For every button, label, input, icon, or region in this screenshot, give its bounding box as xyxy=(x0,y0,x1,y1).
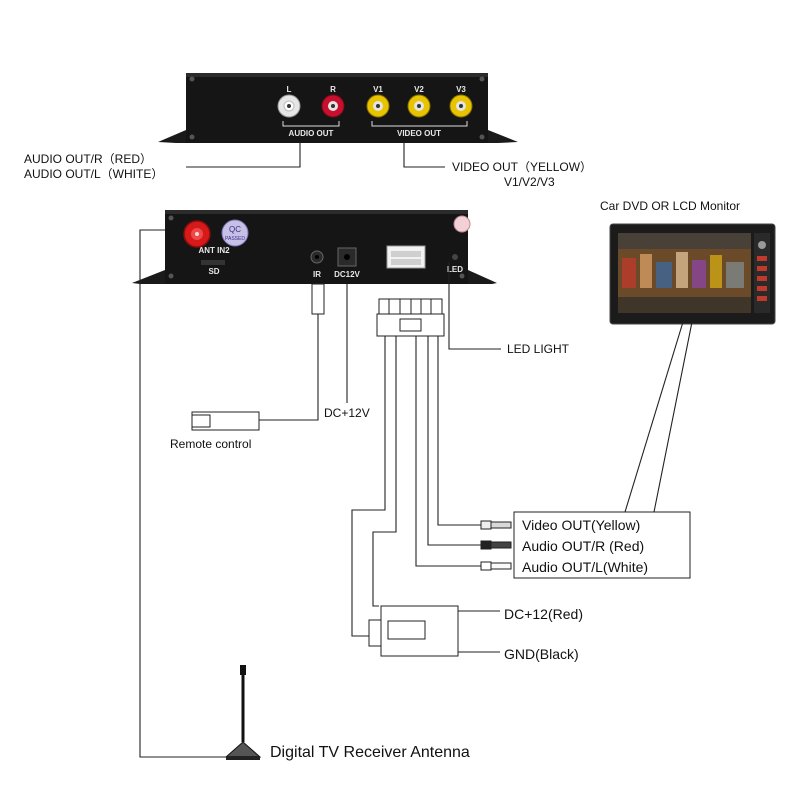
top-device-right-flange xyxy=(488,130,518,143)
dc12v-wire-label: DC+12V xyxy=(324,406,370,420)
harness-wire-audio-l xyxy=(415,336,481,567)
antenna-connector-icon xyxy=(183,220,211,248)
audio-group-bracket xyxy=(282,121,340,127)
screw-icon xyxy=(168,273,174,279)
audio-out-r-red-label: Audio OUT/R (Red) xyxy=(522,538,644,554)
rca-plug-video-icon xyxy=(480,520,512,530)
led-icon xyxy=(452,254,458,260)
harness-wire-dc12 xyxy=(372,336,397,607)
jack-label-v1: V1 xyxy=(373,85,383,94)
front-device: QC PASSED ANT IN2 SD IR DC12V LED xyxy=(132,210,497,284)
screw-icon xyxy=(479,76,485,82)
audio-out-l-white-label: Audio OUT/L(White) xyxy=(522,559,648,575)
jack-label-r: R xyxy=(330,85,336,94)
qc-sticker-sub: PASSED xyxy=(225,236,245,242)
video-out-label: VIDEO OUT（YELLOW） xyxy=(452,160,592,174)
ir-label: IR xyxy=(313,270,321,279)
ir-wire xyxy=(259,314,319,421)
screw-icon xyxy=(168,215,174,221)
rca-plug-audio-r-icon xyxy=(480,540,512,550)
audio-out-callout-line xyxy=(186,143,301,168)
top-device: L R V1 V2 V3 xyxy=(158,73,518,143)
harness-wire-gnd xyxy=(351,336,386,637)
dc12-red-label: DC+12(Red) xyxy=(504,606,583,622)
jack-label-v2: V2 xyxy=(414,85,424,94)
lcd-monitor xyxy=(609,223,776,325)
rca-jack-video-v2 xyxy=(407,94,431,118)
led-wire xyxy=(448,262,501,350)
rca-jack-video-v1 xyxy=(366,94,390,118)
gnd-black-label: GND(Black) xyxy=(504,646,579,662)
rca-jack-audio-l xyxy=(277,94,301,118)
audio-out-l-label: AUDIO OUT/L（WHITE） xyxy=(24,167,163,181)
ant-in2-label: ANT IN2 xyxy=(198,246,230,255)
top-device-left-flange xyxy=(158,130,186,143)
jack-label-l: L xyxy=(287,85,292,94)
rca-jack-video-v3 xyxy=(449,94,473,118)
audio-out-r-label: AUDIO OUT/R（RED） xyxy=(24,152,152,166)
antenna-icon xyxy=(224,665,262,760)
warranty-sticker-icon xyxy=(453,215,471,233)
screw-icon xyxy=(479,134,485,140)
group-label-audio-out: AUDIO OUT xyxy=(289,129,334,138)
video-group-bracket xyxy=(371,121,468,127)
rca-plug-audio-l-icon xyxy=(480,561,512,571)
harness-connector xyxy=(376,298,445,337)
monitor-title: Car DVD OR LCD Monitor xyxy=(600,199,740,213)
remote-control-icon xyxy=(191,411,260,431)
qc-sticker-icon: QC PASSED xyxy=(221,219,249,247)
antenna-label: Digital TV Receiver Antenna xyxy=(270,744,470,761)
power-knob-icon xyxy=(758,241,766,249)
screw-icon xyxy=(459,273,465,279)
qc-sticker-text: QC xyxy=(229,225,241,234)
rca-jack-audio-r xyxy=(321,94,345,118)
antenna-wire xyxy=(139,229,228,758)
video-out-yellow-label: Video OUT(Yellow) xyxy=(522,517,640,533)
video-out-sub-label: V1/V2/V3 xyxy=(504,175,555,189)
led-light-label: LED LIGHT xyxy=(507,342,570,356)
screw-icon xyxy=(189,134,195,140)
dc12v-label: DC12V xyxy=(334,270,360,279)
front-device-left-flange xyxy=(132,270,165,284)
monitor-cable-line xyxy=(653,321,693,513)
harness-wire-audio-r xyxy=(427,336,481,546)
monitor-cable-line xyxy=(624,321,684,513)
remote-control-label: Remote control xyxy=(170,437,251,451)
front-device-right-flange xyxy=(468,270,497,284)
video-out-callout-line xyxy=(403,143,445,168)
ir-plug-icon xyxy=(311,283,325,315)
led-label: LED xyxy=(447,265,463,274)
screw-icon xyxy=(189,76,195,82)
power-connector xyxy=(368,605,459,657)
sd-card-slot xyxy=(201,260,225,265)
harness-wire-video xyxy=(437,336,481,526)
group-label-video-out: VIDEO OUT xyxy=(397,129,441,138)
rca-output-label-box xyxy=(513,511,691,579)
sd-label: SD xyxy=(208,267,219,276)
jack-label-v3: V3 xyxy=(456,85,466,94)
